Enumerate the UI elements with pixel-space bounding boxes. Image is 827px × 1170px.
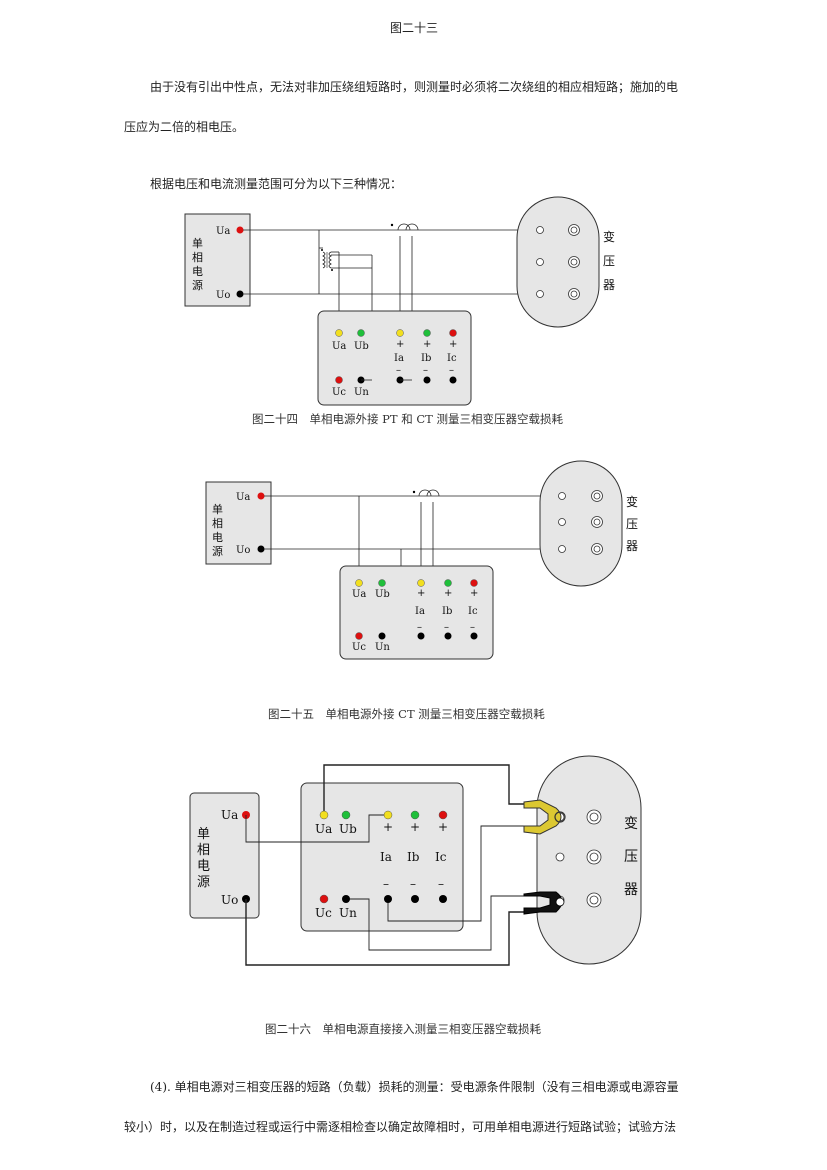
figure-25: 单 相 电 源 Ua Uo Ua Ub + + + Ia Ib Ic – – (205, 460, 638, 660)
fig25-uc-label: Uc (352, 642, 366, 653)
fig25-ia-plus: + (417, 588, 425, 599)
fig25-ic-label: Ic (468, 606, 478, 617)
fig25-ic-minus: – (470, 622, 475, 633)
figure-26: 单 相 电 源 Ua Uo Ua Ub + + + Ia Ib Ic – – – (189, 755, 642, 966)
fig26-source-char-1: 单 (197, 827, 210, 842)
paragraph-2: 根据电压和电流测量范围可分为以下三种情况： (150, 177, 403, 191)
fig24-ic-minus: – (449, 365, 454, 376)
fig26-source-char-3: 电 (197, 859, 210, 874)
fig24-transformer-char-2: 压 (603, 254, 615, 268)
fig24-source-char-2: 相 (192, 251, 203, 264)
fig26-ic-plus: + (438, 820, 448, 834)
fig24-instrument-panel (317, 310, 472, 406)
fig26-ia-label: Ia (380, 850, 392, 864)
fig24-un-label: Un (354, 387, 369, 398)
fig25-source-ua-label: Ua (236, 492, 250, 503)
fig26-transformer-char-3: 器 (624, 882, 638, 898)
fig26-ib-minus: – (410, 877, 416, 891)
fig26-un-label: Un (339, 906, 357, 920)
fig24-ia-label: Ia (394, 353, 404, 364)
fig26-ic-label: Ic (435, 850, 447, 864)
fig26-source-uo-label: Uo (221, 893, 238, 907)
fig25-source-char-4: 源 (212, 544, 223, 558)
caption-figure-26: 图二十六 单相电源直接接入测量三相变压器空载损耗 (265, 1022, 541, 1036)
fig25-ic-plus: + (470, 588, 478, 599)
fig25-ub-label: Ub (375, 589, 390, 600)
fig26-ia-plus: + (383, 820, 393, 834)
fig24-source-uo-terminal (236, 290, 244, 298)
fig25-source-char-1: 单 (212, 503, 223, 516)
page-header: 图二十三 (390, 21, 439, 35)
fig25-ia-label: Ia (415, 606, 425, 617)
fig25-ib-minus: – (444, 622, 449, 633)
fig24-ct-loop-1 (397, 223, 411, 231)
fig24-ia-minus: – (396, 365, 401, 376)
fig26-source-char-2: 相 (197, 843, 210, 858)
paragraph-3-line-1: (4). 单相电源对三相变压器的短路（负载）损耗的测量：受电源条件限制（没有三相… (150, 1080, 679, 1094)
fig25-ib-label: Ib (442, 606, 452, 617)
fig25-transformer-char-1: 变 (626, 494, 638, 509)
fig26-source-box (189, 792, 260, 919)
fig25-transformer-char-3: 器 (626, 539, 638, 553)
fig24-ub-label: Ub (354, 341, 369, 352)
fig24-source-char-4: 源 (192, 278, 203, 292)
fig26-ub-label: Ub (339, 822, 357, 836)
fig25-transformer (539, 460, 623, 587)
fig24-source-char-1: 单 (192, 237, 203, 250)
paragraph-3-line-2: 较小）时，以及在制造过程或运行中需逐相检查以确定故障相时，可用单相电源进行短路试… (124, 1120, 677, 1134)
fig26-transformer-char-1: 变 (624, 816, 638, 832)
fig24-transformer-char-1: 变 (603, 229, 615, 244)
fig25-ib-plus: + (444, 588, 452, 599)
caption-figure-25: 图二十五 单相电源外接 CT 测量三相变压器空载损耗 (268, 707, 545, 721)
fig26-source-char-4: 源 (197, 875, 210, 890)
fig25-source-char-3: 电 (212, 531, 223, 544)
fig26-ic-minus: – (438, 877, 444, 891)
fig24-pt-primary-coil (322, 251, 326, 269)
fig24-ua-label: Ua (332, 341, 346, 352)
fig24-pt-secondary-coil (328, 251, 332, 269)
fig24-transformer (516, 196, 600, 328)
fig24-uc-label: Uc (332, 387, 346, 398)
fig24-source-char-3: 电 (192, 265, 203, 278)
fig26-instrument-panel (300, 782, 464, 932)
fig24-source-ua-terminal (236, 226, 244, 234)
fig24-transformer-char-3: 器 (603, 278, 615, 292)
fig24-ic-plus: + (449, 339, 457, 350)
fig26-yellow-clamp (523, 799, 562, 835)
fig24-ib-plus: + (423, 339, 431, 350)
fig24-source-ua-label: Ua (216, 226, 230, 237)
paragraph-1-line-1: 由于没有引出中性点，无法对非加压绕组短路时，则测量时必须将二次绕组的相应相短路；… (150, 80, 679, 94)
fig26-uc-label: Uc (315, 906, 332, 920)
fig25-un-label: Un (375, 642, 390, 653)
fig24-ct-loop-2 (405, 223, 419, 231)
fig25-transformer-char-2: 压 (626, 517, 638, 531)
fig26-ua-label: Ua (315, 822, 332, 836)
fig25-source-char-2: 相 (212, 517, 223, 530)
fig25-source-uo-label: Uo (236, 545, 250, 556)
fig24-source-uo-label: Uo (216, 290, 230, 301)
fig26-ib-plus: + (410, 820, 420, 834)
fig26-black-clamp (523, 891, 563, 915)
fig24-ic-label: Ic (447, 353, 457, 364)
figure-24: 单 相 电 源 Ua Uo Ua (184, 196, 615, 406)
paragraph-1-line-2: 压应为二倍的相电压。 (124, 120, 245, 134)
fig25-ia-minus: – (417, 622, 422, 633)
fig25-instrument-panel (339, 565, 494, 660)
caption-figure-24: 图二十四 单相电源外接 PT 和 CT 测量三相变压器空载损耗 (252, 412, 563, 426)
fig24-ib-label: Ib (421, 353, 431, 364)
fig26-ia-minus: – (383, 877, 389, 891)
fig25-ua-label: Ua (352, 589, 366, 600)
fig26-transformer-char-2: 压 (624, 849, 638, 865)
fig24-ib-minus: – (423, 365, 428, 376)
fig26-ib-label: Ib (407, 850, 420, 864)
fig26-source-ua-label: Ua (221, 808, 238, 822)
fig24-ia-plus: + (396, 339, 404, 350)
